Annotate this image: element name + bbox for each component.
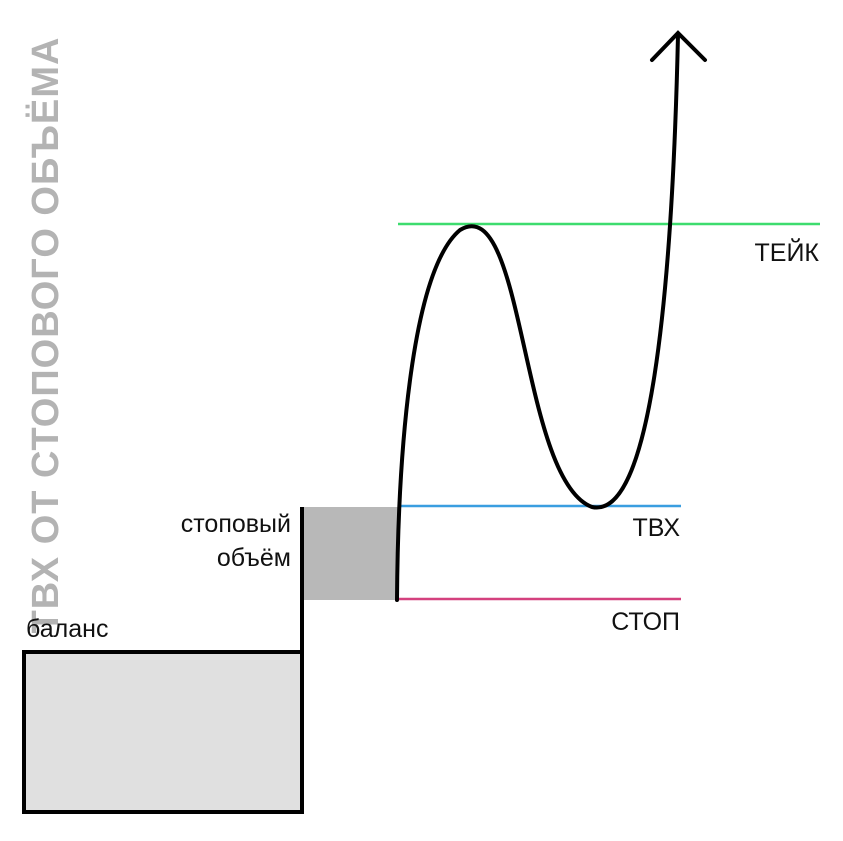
arrow-up-icon <box>650 30 707 62</box>
entry-label: ТВХ <box>632 514 680 542</box>
take-label: ТЕЙК <box>755 237 820 267</box>
price-path <box>395 33 680 602</box>
diagram-title: ТВХ ОТ СТОПОВОГО ОБЪЁМА <box>24 37 67 634</box>
stop-volume-box <box>304 507 398 600</box>
balance-box <box>22 650 304 814</box>
balance-label: баланс <box>26 615 108 643</box>
stop-volume-label-line2: объём <box>217 544 291 572</box>
stop-label: СТОП <box>611 608 680 636</box>
stop-volume-label-line1: стоповый <box>181 510 291 538</box>
